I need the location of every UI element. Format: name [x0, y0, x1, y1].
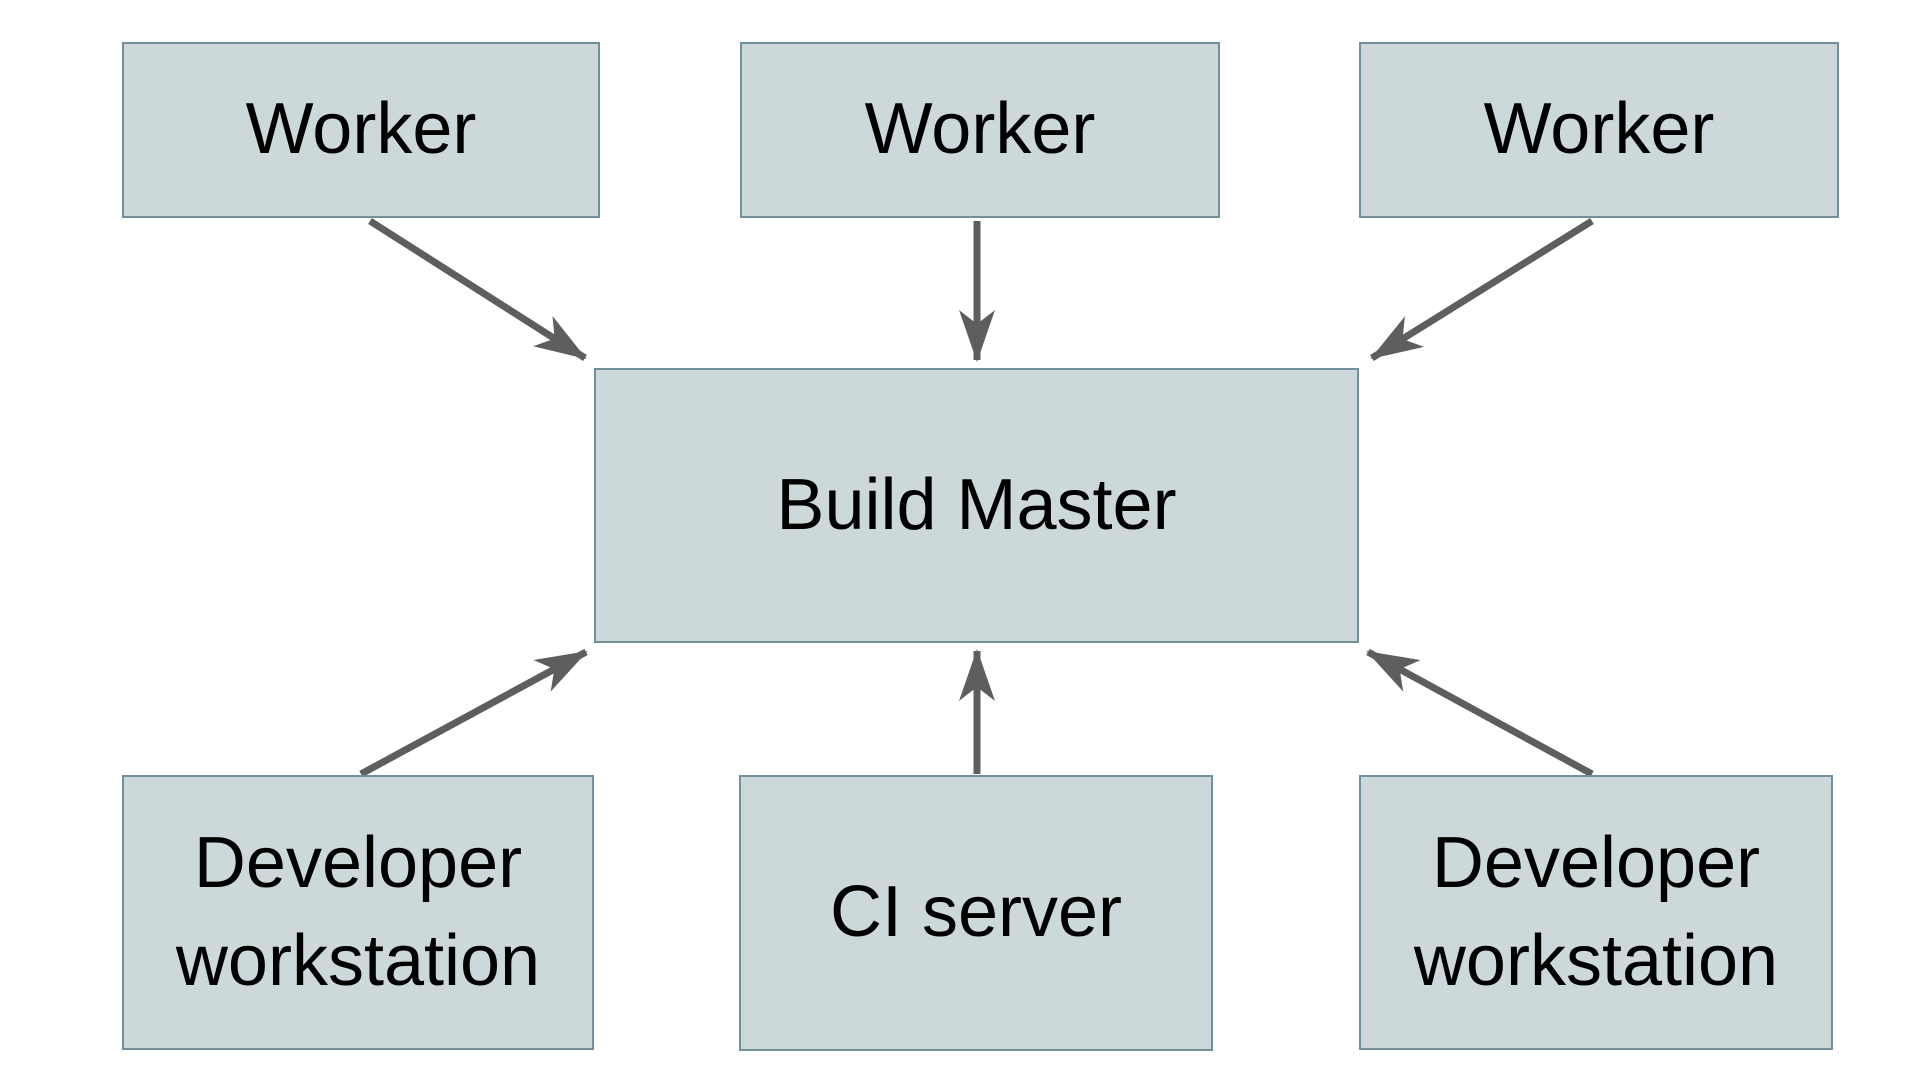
arrow-worker1-to-buildmaster	[368, 218, 587, 361]
worker-node-1-label: Worker	[245, 89, 477, 170]
build-master-node-label: Build Master	[776, 464, 1177, 545]
arrow-devright-to-buildmaster	[1366, 648, 1594, 778]
arrow-devleft-to-buildmaster	[359, 648, 588, 778]
build-master-node: Build Master	[594, 368, 1359, 643]
developer-workstation-node-left: Developer workstation	[122, 775, 594, 1050]
arrow-worker3-to-buildmaster	[1370, 218, 1594, 361]
worker-node-2-label: Worker	[864, 89, 1096, 170]
developer-workstation-node-right: Developer workstation	[1359, 775, 1833, 1050]
ci-server-node-label: CI server	[829, 872, 1123, 953]
ci-server-node: CI server	[739, 775, 1213, 1051]
worker-node-3-label: Worker	[1483, 89, 1715, 170]
developer-workstation-right-label: Developer workstation	[1413, 823, 1779, 1001]
worker-node-3: Worker	[1359, 42, 1839, 218]
developer-workstation-left-label: Developer workstation	[175, 823, 541, 1001]
worker-node-1: Worker	[122, 42, 600, 218]
worker-node-2: Worker	[740, 42, 1220, 218]
